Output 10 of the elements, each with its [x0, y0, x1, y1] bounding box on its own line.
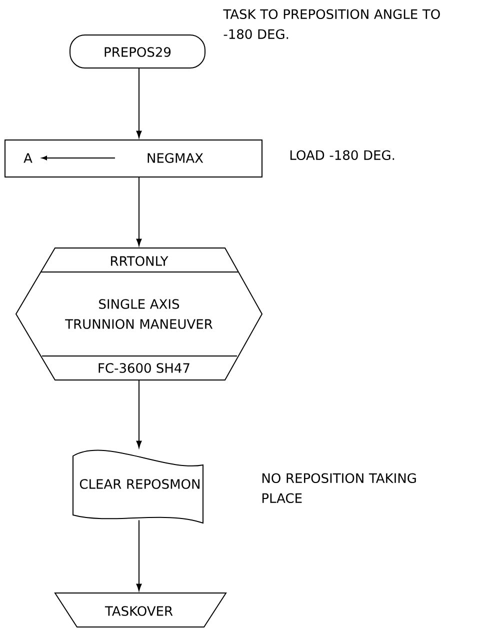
- annotation: LOAD -180 DEG.: [290, 150, 394, 160]
- arrow: [136, 380, 142, 448]
- process-box: A NEGMAX: [4, 140, 262, 178]
- terminal-box: PREPOS29: [70, 34, 206, 68]
- arrow: [136, 176, 142, 246]
- punched-card-box: CLEAR REPOSMON: [72, 450, 204, 524]
- arrow: [136, 68, 142, 138]
- annotation: TASK TO PREPOSITION ANGLE TO -180 DEG.: [223, 9, 440, 40]
- arrow: [136, 520, 142, 591]
- annotation: NO REPOSITION TAKING PLACE: [262, 473, 416, 504]
